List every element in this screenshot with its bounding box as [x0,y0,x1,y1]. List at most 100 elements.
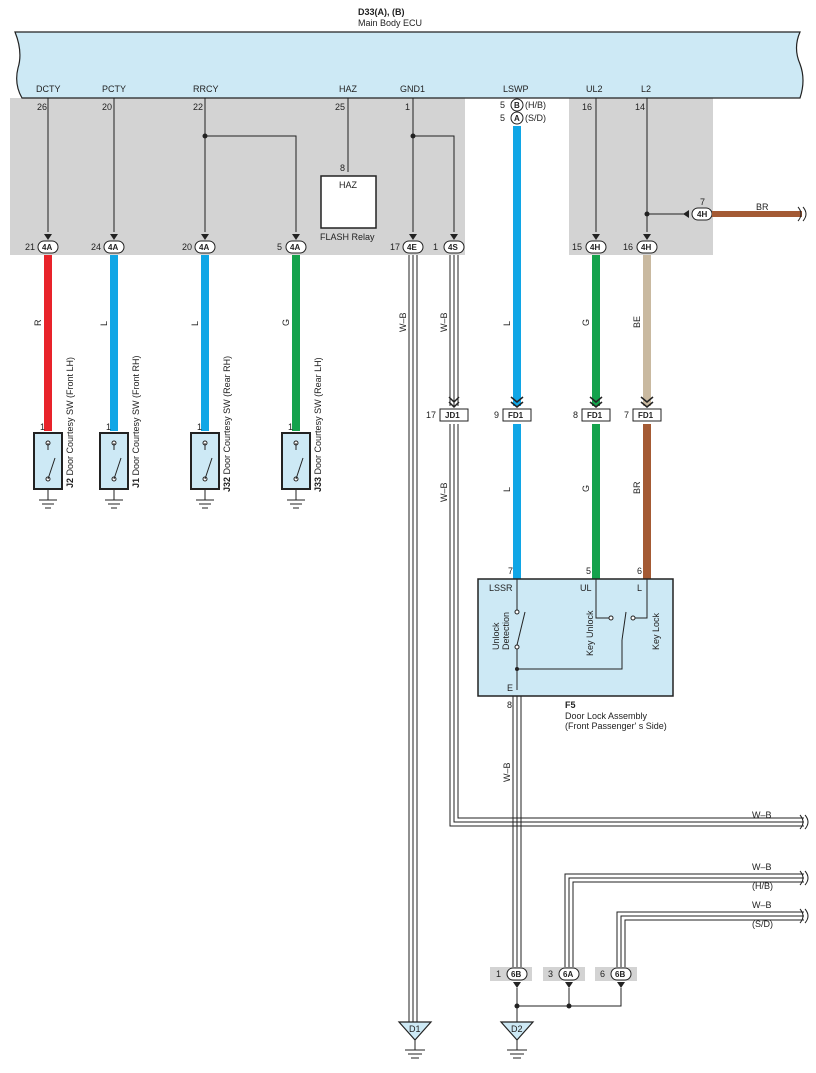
bottom-connector-1: 6B 1 [496,967,528,988]
svg-text:JD1: JD1 [445,411,460,420]
pin-rrcy: 22 [193,102,203,112]
svg-text:J2 Door Courtesy SW (Front LH): J2 Door Courtesy SW (Front LH) [65,357,75,488]
lswp-conn-a-letter: A [514,114,520,123]
row-connector-4: 4A 5 [277,234,307,254]
svg-text:4A: 4A [42,243,52,252]
wire-color-4s: W–B [439,312,449,332]
j4h-side-connector-label: 4H [697,210,707,219]
row-connector-6: 4S 1 [433,234,465,254]
svg-text:5: 5 [586,566,591,576]
right-wire-3-color: W–B [752,900,772,910]
right-wire-2-color: W–B [752,862,772,872]
switch-j1: 1 J1 Door Courtesy SW (Front RH) [99,355,141,509]
svg-text:20: 20 [182,242,192,252]
lswp-conn-a [510,111,524,125]
svg-text:Detection: Detection [501,612,511,650]
svg-text:J33 Door Courtesy SW (Rear LH): J33 Door Courtesy SW (Rear LH) [313,357,323,492]
svg-text:4S: 4S [448,243,458,252]
sig-rrcy: RRCY [193,84,219,94]
row-connector-8: 4H 16 [623,234,658,254]
lswp-conn-b-letter: B [514,101,520,110]
svg-text:L: L [637,583,642,593]
lswp-conn-b [510,98,524,112]
colored-wires [44,126,651,580]
svg-text:1: 1 [40,422,45,432]
wire-color-4e: W–B [398,312,408,332]
svg-text:16: 16 [623,242,633,252]
svg-text:J1 Door Courtesy SW (Front RH): J1 Door Courtesy SW (Front RH) [131,355,141,488]
pin-l2: 14 [635,102,645,112]
right-wire-2-note: (H/B) [752,881,773,891]
svg-text:Key Unlock: Key Unlock [585,610,595,656]
ecu-gray-area-right [569,98,713,255]
svg-text:7: 7 [624,410,629,420]
svg-text:UL: UL [580,583,592,593]
svg-text:17: 17 [390,242,400,252]
svg-text:8: 8 [507,700,512,710]
splice-ground-1 [514,1003,520,1009]
svg-text:6B: 6B [511,970,521,979]
sig-l2: L2 [641,84,651,94]
flash-relay [320,175,377,229]
svg-text:Key Lock: Key Lock [651,612,661,650]
row-connector-5: 4E 17 [390,234,424,254]
sig-pcty: PCTY [102,84,126,94]
svg-text:1: 1 [288,422,293,432]
svg-text:15: 15 [572,242,582,252]
svg-text:4H: 4H [641,243,651,252]
pin-lswp-b: 5 [500,100,505,110]
svg-text:1: 1 [197,422,202,432]
svg-text:4A: 4A [108,243,118,252]
svg-text:FD1: FD1 [587,411,603,420]
relay-name: FLASH Relay [320,232,375,242]
pin-pcty: 20 [102,102,112,112]
switch-j33: 1 J33 Door Courtesy SW (Rear LH) [281,357,323,509]
junction-fd1-8: FD1 8 [573,396,611,422]
svg-text:FD1: FD1 [638,411,654,420]
right-wire-1-color: W–B [752,810,772,820]
wire-color-ul2: G [581,319,591,326]
bottom-connector-3: 6B 6 [600,967,632,988]
wb-wires [408,255,804,1022]
svg-text:J32 Door Courtesy SW (Rear RH): J32 Door Courtesy SW (Rear RH) [222,356,232,492]
wire-color-rrcy: L [190,321,200,326]
pin-haz: 25 [335,102,345,112]
svg-text:4A: 4A [199,243,209,252]
row-connector-2: 4A 24 [91,234,125,254]
j4h-side-color: BR [756,202,769,212]
sig-gnd1: GND1 [400,84,425,94]
svg-text:4H: 4H [590,243,600,252]
svg-text:FD1: FD1 [508,411,524,420]
svg-text:1: 1 [106,422,111,432]
relay-label: HAZ [339,180,358,190]
pin-gnd1: 1 [405,102,410,112]
svg-text:E: E [507,683,513,693]
svg-text:4A: 4A [290,243,300,252]
ground-d1: D1 [397,1021,433,1059]
wire-color-lswp: L [502,321,512,326]
svg-text:6A: 6A [563,970,573,979]
right-wire-3-note: (S/D) [752,919,773,929]
svg-text:21: 21 [25,242,35,252]
svg-text:6: 6 [600,969,605,979]
svg-text:F5: F5 [565,700,576,710]
svg-text:1: 1 [433,242,438,252]
sig-lswp: LSWP [503,84,529,94]
j4h-side-arrow [683,210,689,218]
splice-gnd1 [410,133,416,139]
ecu-gray-area-left [10,98,465,255]
sig-haz: HAZ [339,84,358,94]
lswp-conn-b-note: (H/B) [525,100,546,110]
splice-ground-2 [566,1003,572,1009]
wire-break-br [797,206,807,222]
svg-text:Unlock: Unlock [491,622,501,650]
switch-j32: 1 J32 Door Courtesy SW (Rear RH) [190,356,232,509]
svg-text:LSSR: LSSR [489,583,513,593]
wire-color-jd1-below: W–B [439,482,449,502]
ecu-name: Main Body ECU [358,18,422,28]
pin-ul2: 16 [582,102,592,112]
svg-text:3: 3 [548,969,553,979]
svg-text:D2: D2 [511,1024,523,1034]
ecu-internal-wires [47,98,684,232]
wire-color-fd1-9-below: L [502,487,512,492]
